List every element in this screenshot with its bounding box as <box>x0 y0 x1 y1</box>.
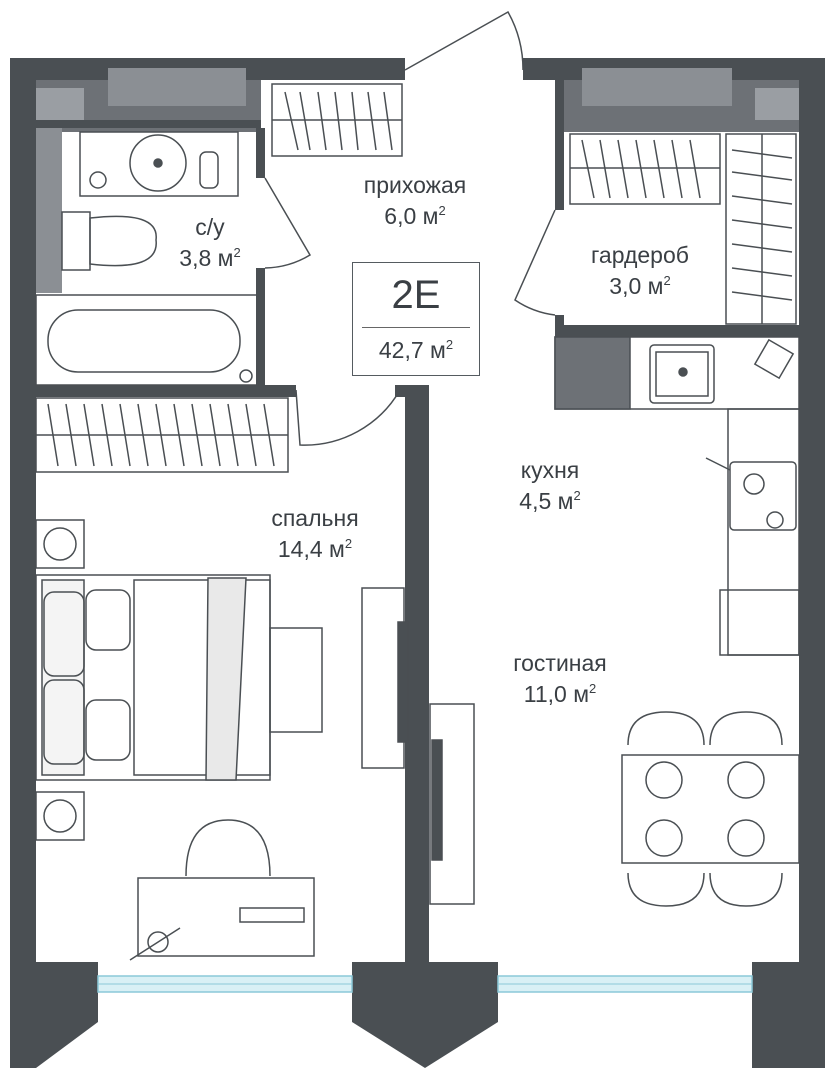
bathroom-area: 3,8 м2 <box>150 243 270 274</box>
interior-walls <box>36 80 799 962</box>
room-label-bedroom: спальня 14,4 м2 <box>240 503 390 565</box>
tv-stand <box>361 587 475 905</box>
bedroom-wardrobe <box>35 397 289 473</box>
hallway-area: 6,0 м2 <box>330 201 500 232</box>
wardrobe-area: 3,0 м2 <box>560 271 720 302</box>
living-area-sup: 2 <box>589 681 597 696</box>
summary-divider <box>362 327 470 328</box>
windows <box>97 975 753 993</box>
wardrobe-room-storage <box>569 133 797 325</box>
bedroom-name: спальня <box>271 505 359 531</box>
living-name: гостиная <box>513 650 607 676</box>
total-area-value: 42,7 м <box>378 337 446 363</box>
hallway-wardrobe <box>271 83 403 157</box>
room-label-hallway: прихожая 6,0 м2 <box>330 170 500 232</box>
wardrobe-area-sup: 2 <box>663 273 671 288</box>
wardrobe-name: гардероб <box>591 242 689 268</box>
total-area-sup: 2 <box>445 337 454 352</box>
top-wall-inner <box>36 68 799 132</box>
bedroom-rug <box>269 627 323 733</box>
dining-set <box>621 711 800 907</box>
apartment-summary-box: 2E 42,7 м2 <box>352 262 480 376</box>
bed <box>35 574 271 781</box>
room-label-kitchen: кухня 4,5 м2 <box>480 455 620 517</box>
bathroom-area-sup: 2 <box>233 245 241 260</box>
desk <box>129 819 315 961</box>
bathroom-name: с/у <box>195 214 225 240</box>
room-label-bathroom: с/у 3,8 м2 <box>150 212 270 274</box>
bedroom-area-sup: 2 <box>344 536 353 551</box>
bathroom-area-value: 3,8 м <box>179 245 234 271</box>
apartment-code: 2E <box>391 273 441 317</box>
living-area: 11,0 м2 <box>480 679 640 710</box>
kitchen-area: 4,5 м2 <box>480 486 620 517</box>
bathroom-fixtures <box>35 131 259 386</box>
wardrobe-area-value: 3,0 м <box>609 273 664 299</box>
kitchen-area-value: 4,5 м <box>519 488 574 514</box>
kitchen-area-sup: 2 <box>573 488 581 503</box>
room-label-wardrobe: гардероб 3,0 м2 <box>560 240 720 302</box>
hallway-area-value: 6,0 м <box>384 203 439 229</box>
door-swings <box>264 10 556 446</box>
living-area-value: 11,0 м <box>523 681 590 707</box>
bedside-tables <box>35 519 85 841</box>
outer-walls <box>10 58 825 1068</box>
room-label-living: гостиная 11,0 м2 <box>480 648 640 710</box>
hallway-area-sup: 2 <box>438 203 446 218</box>
kitchen-name: кухня <box>520 457 580 483</box>
bedroom-area: 14,4 м2 <box>240 534 390 565</box>
bedroom-area-value: 14,4 м <box>277 536 345 562</box>
apartment-total-area: 42,7 м2 <box>353 337 479 364</box>
hallway-name: прихожая <box>363 172 467 198</box>
kitchen-units <box>554 336 800 656</box>
